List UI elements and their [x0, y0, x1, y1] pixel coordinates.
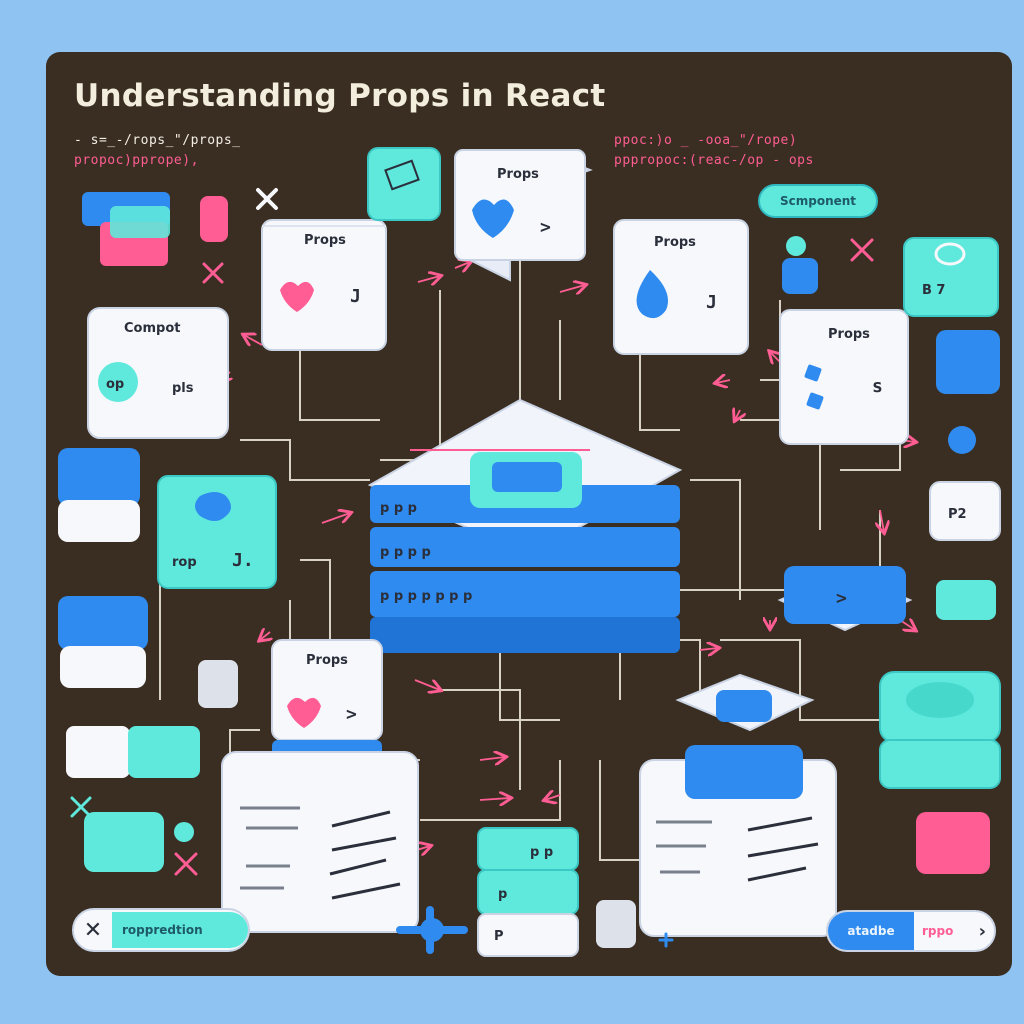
props-cube-left[interactable]: Props J: [261, 219, 387, 351]
b7-cube-label: B 7: [922, 283, 945, 298]
compot-side-label: pls: [172, 381, 194, 396]
chevron-right-icon: ›: [978, 920, 986, 942]
code-line-top-left-1: - s=_-/rops_"/props_: [74, 133, 241, 148]
code-glyph-icon: J.: [232, 550, 254, 571]
heart-icon: [472, 199, 514, 238]
b7-cube[interactable]: B 7: [903, 237, 999, 317]
decorative-marks: [70, 188, 874, 954]
props-cube-right-label: Props: [654, 235, 696, 250]
props-cube-top[interactable]: Props >: [454, 148, 593, 282]
center-layer-2-label: p p p p: [380, 545, 431, 560]
component-box-bottom-right[interactable]: [639, 673, 837, 937]
heart-icon: [280, 281, 314, 312]
props-stack-bottom-center[interactable]: p p p P: [477, 827, 579, 957]
component-badge[interactable]: Scmponent: [758, 184, 878, 218]
chevron-right-icon: >: [836, 588, 847, 609]
water-drop-icon: [636, 270, 668, 319]
component-box-bottom-left[interactable]: [221, 751, 419, 933]
data-props-pill[interactable]: atadbe rppo ›: [826, 910, 996, 952]
page-title: Understanding Props in React: [74, 78, 606, 114]
p2-cube-label: P2: [948, 507, 967, 522]
prop-passing-pill-label: roppredtion: [112, 912, 248, 948]
code-line-top-left-2: propoc)pprope),: [74, 153, 199, 168]
center-layer-1-label: p p p: [380, 501, 417, 516]
chevron-right-icon: >: [540, 217, 551, 238]
props-cube-bottom-label: Props: [306, 653, 348, 668]
code-glyph-icon: s: [872, 376, 883, 397]
compot-cube[interactable]: Compot op pls: [87, 307, 229, 439]
close-icon[interactable]: ✕: [83, 917, 103, 943]
chevron-right-icon: >: [346, 704, 357, 725]
blue-arrow-cube-right[interactable]: >: [777, 566, 913, 632]
props-cube-far-right[interactable]: Props s: [779, 309, 909, 445]
data-props-pill-right-label: rppo: [922, 924, 954, 938]
teal-big-cube-right[interactable]: [879, 671, 1001, 789]
code-glyph-icon: J: [706, 292, 717, 313]
heart-icon: [287, 697, 321, 728]
stack-label-1: p p: [530, 845, 553, 860]
teal-cube-label: rop: [172, 555, 197, 570]
teal-sparkle-cube[interactable]: rop J.: [157, 475, 277, 589]
center-component-stack[interactable]: p p p p p p p p p p p p p p: [367, 398, 683, 653]
code-line-top-right-2: pppropoc:(reac-/op - ops: [614, 153, 814, 168]
center-layer-3-label: p p p p p p p: [380, 589, 472, 604]
stack-label-3: P: [494, 929, 504, 944]
compot-cube-label: Compot: [124, 321, 180, 336]
props-cube-far-right-label: Props: [828, 327, 870, 342]
component-badge-label: Scmponent: [779, 194, 857, 208]
code-glyph-icon: J: [350, 286, 361, 307]
code-line-top-right-1: ppoc:)o _ -ooa_"/rope): [614, 133, 798, 148]
stack-label-2: p: [498, 887, 507, 902]
compot-badge-label: op: [106, 377, 124, 392]
props-cube-top-label: Props: [497, 167, 539, 182]
data-props-pill-left-label: atadbe: [828, 912, 914, 950]
prop-passing-pill[interactable]: ✕ roppredtion: [72, 908, 250, 952]
decorative-cubes: [58, 147, 1000, 948]
props-cube-left-label: Props: [304, 233, 346, 248]
p2-cube[interactable]: P2: [929, 481, 1001, 541]
props-cube-right[interactable]: Props J: [613, 219, 749, 355]
